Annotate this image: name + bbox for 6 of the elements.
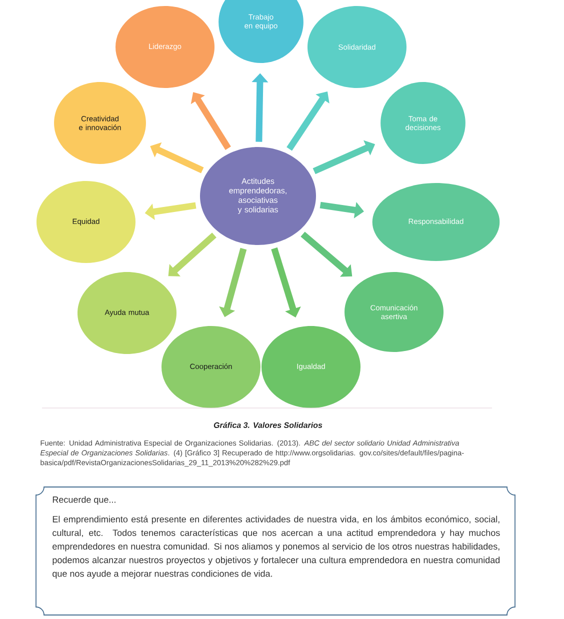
arrow [190, 92, 231, 150]
caption: Gráfica 3. Valores Solidarios [214, 422, 322, 428]
arrow [300, 232, 352, 277]
arrow [271, 247, 301, 318]
notice-box: Recuerde que... El emprendimiento está presente en diferentes actividades de nuestra vida, en los ámbitos económico, social, cultural, etc. Todos tenemos características que nos acercan a una actitud emprendedora y hay muchos emprendedores en nuestra comunidad. Si nos aliamos y ponemos al servicio de los otros nuestras habilidades, podemos alcanzar nuestros proyectos y objetivos y fortalecer una cultura emprendedora en nuestra comunidad que nos ayude a mejorar nuestras condiciones de vida. [36, 486, 516, 616]
arrow [168, 232, 216, 276]
